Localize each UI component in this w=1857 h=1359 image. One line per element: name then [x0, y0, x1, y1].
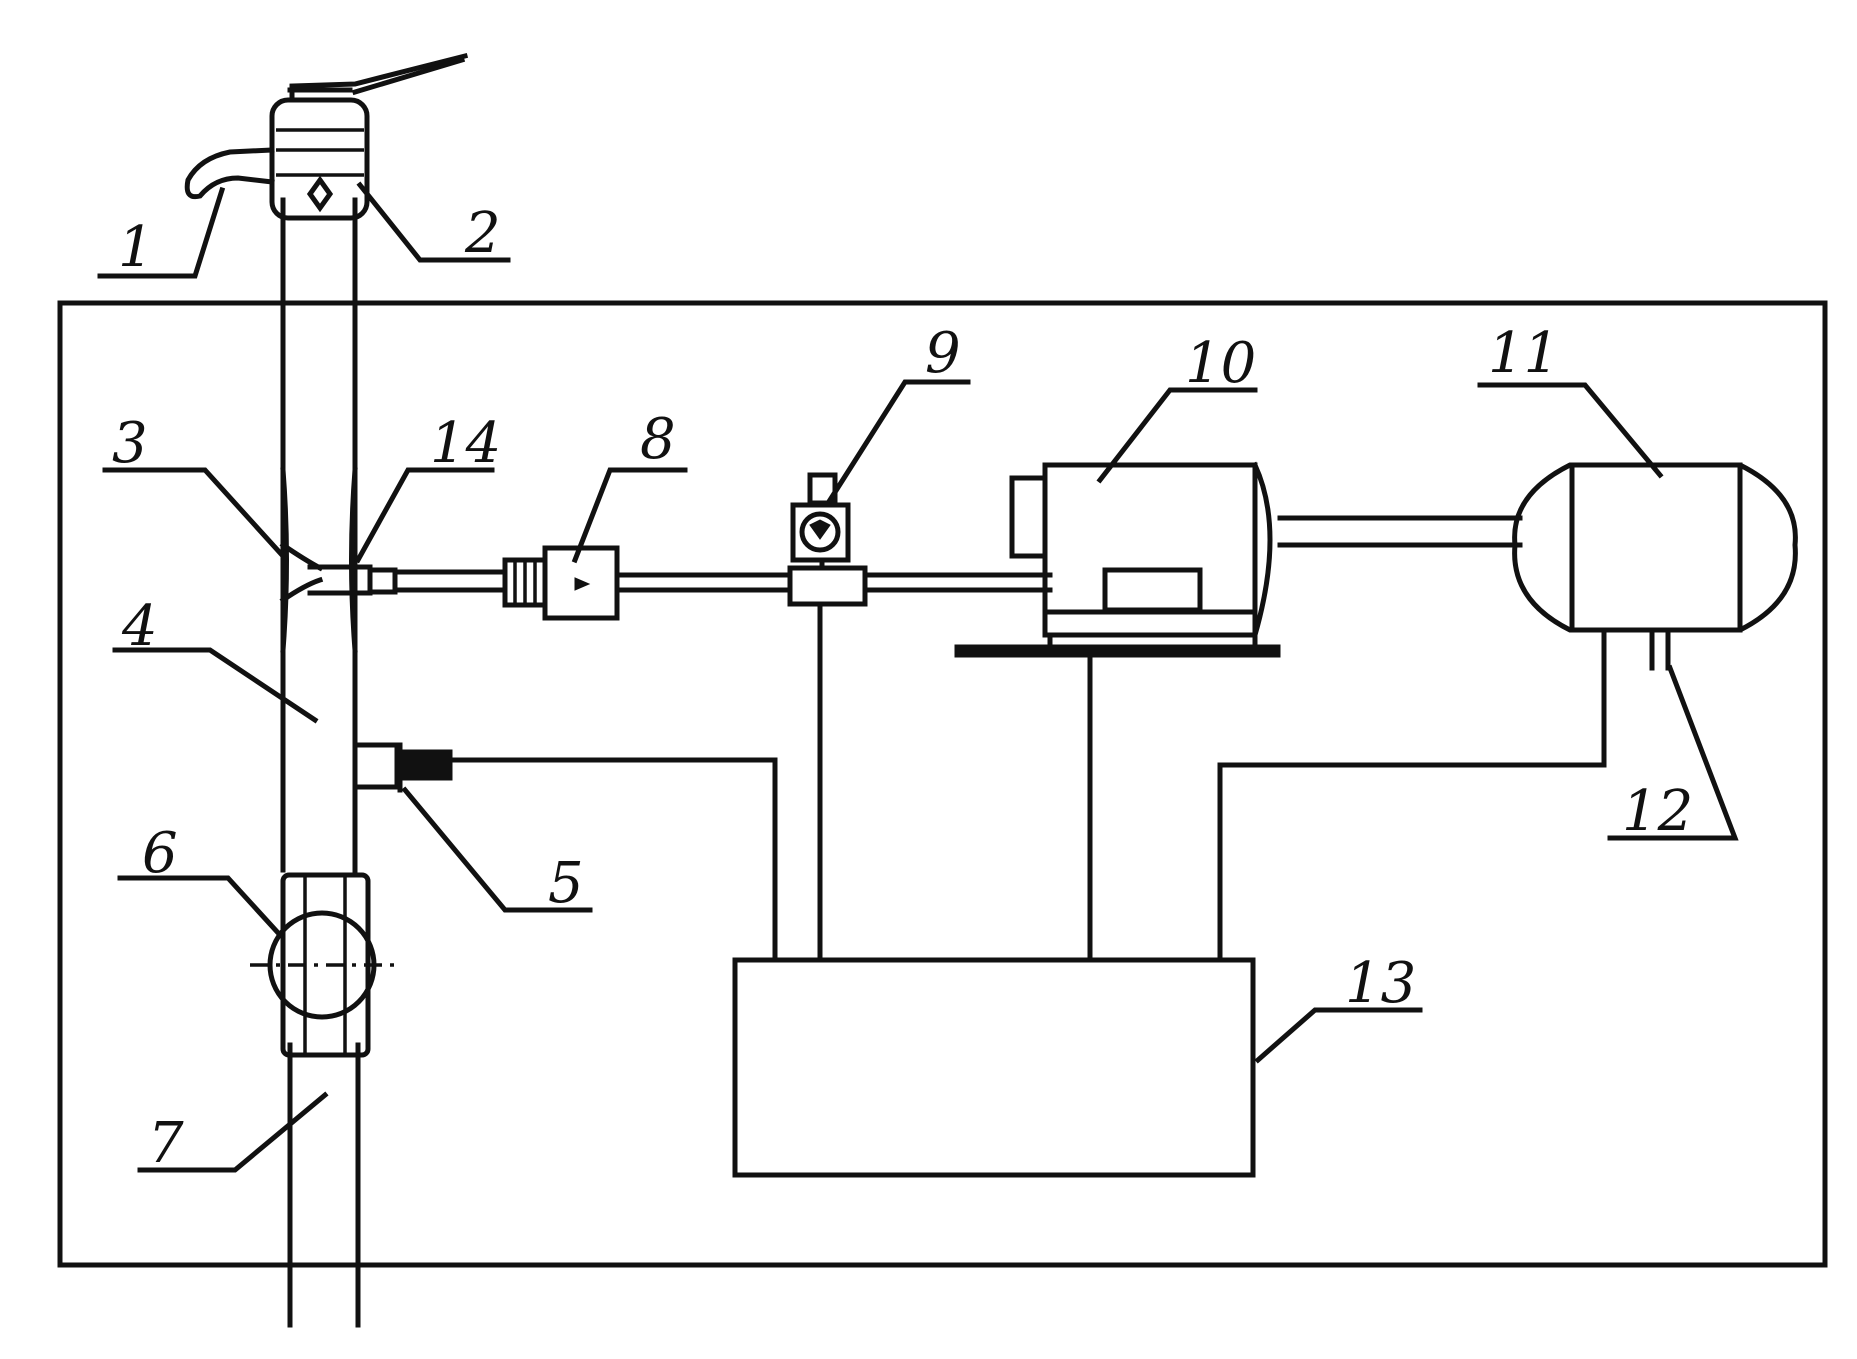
control-wiring — [449, 601, 1607, 963]
label-5: 5 — [548, 851, 584, 916]
label-3: 3 — [112, 411, 148, 476]
tap-head — [184, 52, 469, 221]
control-box — [732, 957, 1256, 1178]
label-4: 4 — [121, 594, 158, 659]
label-2: 2 — [464, 201, 501, 266]
ball-valve — [250, 872, 395, 1058]
label-6: 6 — [142, 821, 178, 886]
motor-pump — [954, 461, 1281, 658]
label-1: 1 — [118, 215, 154, 280]
pressure-gauge — [787, 472, 868, 607]
label-13: 13 — [1345, 951, 1416, 1016]
callout-labels: 1 2 3 14 8 9 10 11 4 5 6 7 12 13 — [112, 201, 1693, 1176]
cross-fitting — [279, 467, 398, 653]
tap-spout — [184, 147, 275, 200]
filter-unit — [502, 545, 620, 621]
outlet-pipe — [1277, 515, 1523, 548]
side-sensor — [352, 742, 453, 793]
label-9: 9 — [925, 321, 961, 386]
outer-frame — [57, 300, 1828, 1268]
label-14: 14 — [430, 411, 501, 476]
tap-handle — [289, 52, 469, 103]
label-11: 11 — [1488, 321, 1559, 386]
label-10: 10 — [1185, 331, 1256, 396]
pressure-tank — [1512, 462, 1798, 633]
label-12: 12 — [1622, 779, 1693, 844]
horizontal-line — [392, 569, 1053, 593]
vertical-pipe — [280, 197, 361, 1328]
label-8: 8 — [640, 407, 676, 472]
label-7: 7 — [148, 1111, 184, 1176]
leader-lines — [97, 181, 1739, 1173]
tank-outlets — [1601, 627, 1671, 768]
